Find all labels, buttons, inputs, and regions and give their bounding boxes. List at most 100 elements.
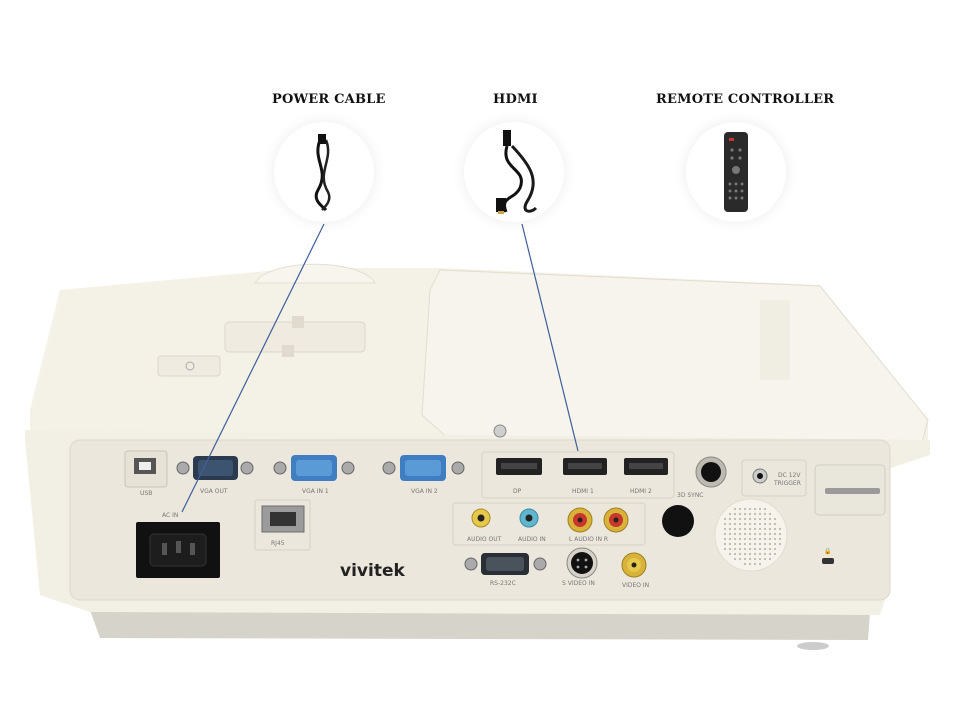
grille-hole <box>738 517 742 521</box>
grille-hole <box>753 562 757 566</box>
usb-label: USB <box>140 490 152 497</box>
vga-in-1-port[interactable] <box>273 455 355 481</box>
grille-hole <box>743 512 747 516</box>
dc-trigger-group <box>741 459 807 497</box>
hdmi-2-port[interactable] <box>624 458 668 475</box>
grille-hole <box>763 547 767 551</box>
audio-in-jack[interactable] <box>519 508 539 528</box>
video-in-rca[interactable] <box>621 552 647 578</box>
grille-hole <box>743 557 747 561</box>
grille-hole <box>763 517 767 521</box>
remote-control-icon <box>724 132 748 212</box>
grille-hole <box>763 542 767 546</box>
grille-hole <box>723 527 727 531</box>
audio-in-label: AUDIO IN <box>518 536 546 543</box>
grille-hole <box>748 562 752 566</box>
ir-sensor <box>662 505 694 537</box>
grille-hole <box>778 527 782 531</box>
grille-hole <box>728 547 732 551</box>
grille-hole <box>733 557 737 561</box>
grille-hole <box>748 522 752 526</box>
grille-hole <box>748 527 752 531</box>
grille-hole <box>768 512 772 516</box>
hdmi-2-label: HDMI 2 <box>630 488 652 495</box>
grille-hole <box>753 522 757 526</box>
grille-hole <box>758 557 762 561</box>
grille-hole <box>743 562 747 566</box>
grille-hole <box>753 532 757 536</box>
3d-sync-port[interactable] <box>695 456 727 488</box>
grille-hole <box>758 522 762 526</box>
grille-hole <box>738 527 742 531</box>
grille-hole <box>723 522 727 526</box>
grille-hole <box>753 512 757 516</box>
grille-hole <box>733 512 737 516</box>
rj45-port[interactable] <box>254 499 311 551</box>
rs232c-label: RS-232C <box>490 580 516 587</box>
dc-trigger-label-2: TRIGGER <box>773 480 801 487</box>
vga-in-2-port[interactable] <box>382 455 465 481</box>
grille-hole <box>753 557 757 561</box>
dc-trigger-port[interactable] <box>752 468 768 484</box>
audio-out-label: AUDIO OUT <box>467 536 502 543</box>
power-cable-icon <box>314 134 331 212</box>
vga-out-port[interactable] <box>176 456 254 480</box>
grille-hole <box>748 532 752 536</box>
power-cable-label: POWER CABLE <box>272 92 386 107</box>
rs232c-port[interactable] <box>464 553 547 575</box>
grille-hole <box>768 537 772 541</box>
grille-hole <box>748 537 752 541</box>
grille-hole <box>728 527 732 531</box>
grille-hole <box>738 542 742 546</box>
grille-hole <box>758 512 762 516</box>
grille-hole <box>738 522 742 526</box>
s-video-in-port[interactable] <box>566 547 598 579</box>
audio-out-jack[interactable] <box>471 508 491 528</box>
grille-hole <box>748 552 752 556</box>
grille-hole <box>738 532 742 536</box>
grille-hole <box>743 542 747 546</box>
grille-hole <box>758 552 762 556</box>
grille-hole <box>743 532 747 536</box>
grille-hole <box>768 542 772 546</box>
grille-hole <box>723 547 727 551</box>
grille-hole <box>743 547 747 551</box>
grille-hole <box>763 522 767 526</box>
grille-hole <box>753 547 757 551</box>
brand-logo: vivitek <box>340 561 405 581</box>
hdmi-callout-line <box>521 223 579 452</box>
grille-hole <box>758 527 762 531</box>
grille-hole <box>748 517 752 521</box>
grille-hole <box>738 537 742 541</box>
3d-sync-label: 3D SYNC <box>677 492 704 499</box>
audio-in-right-rca[interactable] <box>603 507 629 533</box>
grille-hole <box>748 512 752 516</box>
grille-hole <box>758 547 762 551</box>
audio-in-left-rca[interactable] <box>567 507 593 533</box>
grille-hole <box>743 517 747 521</box>
grille-hole <box>738 512 742 516</box>
grille-hole <box>743 537 747 541</box>
ac-power-inlet[interactable] <box>136 522 220 578</box>
hdmi-1-label: HDMI 1 <box>572 488 594 495</box>
grille-hole <box>758 537 762 541</box>
grille-hole <box>733 527 737 531</box>
grille-hole <box>723 537 727 541</box>
dp-port[interactable] <box>496 458 542 475</box>
grille-hole <box>773 552 777 556</box>
grille-hole <box>763 537 767 541</box>
digital-input-group <box>481 451 675 499</box>
grille-hole <box>753 517 757 521</box>
vga-out-label: VGA OUT <box>200 488 228 495</box>
grille-hole <box>778 532 782 536</box>
hdmi-1-port[interactable] <box>563 458 607 475</box>
grille-hole <box>723 517 727 521</box>
grille-hole <box>758 562 762 566</box>
grille-hole <box>728 512 732 516</box>
usb-port[interactable] <box>124 450 168 488</box>
grille-hole <box>768 557 772 561</box>
grille-hole <box>743 552 747 556</box>
grille-hole <box>763 527 767 531</box>
grille-hole <box>768 532 772 536</box>
